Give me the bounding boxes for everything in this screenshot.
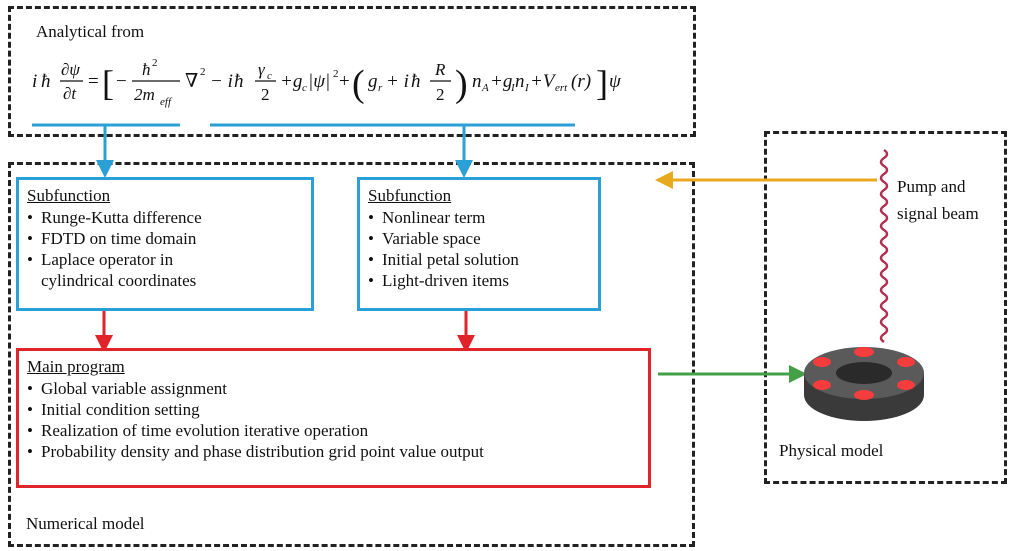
- eq-plus-V: +V: [530, 71, 557, 92]
- eq-nabla: ∇: [185, 71, 198, 92]
- subfunction-left-item: FDTD on time domain: [27, 228, 311, 249]
- beam-label-line2: signal beam: [897, 204, 979, 223]
- eq-plus-i: + i: [386, 71, 409, 92]
- eq-plus-g: +g: [490, 71, 512, 92]
- eq-sq-3: 2: [333, 68, 339, 80]
- eq-right-bracket: ]: [596, 63, 608, 103]
- subfunction-left-item: Laplace operator in: [27, 249, 311, 270]
- eq-dpsi: ∂ψ: [61, 60, 80, 79]
- main-program-item: Probability density and phase distributi…: [27, 441, 648, 462]
- eq-left-paren: (: [352, 63, 365, 105]
- eq-n-A-sub: A: [481, 82, 489, 94]
- main-program-box: Main program Global variable assignment …: [16, 348, 651, 488]
- subfunction-left-title: Subfunction: [27, 186, 111, 205]
- physical-title: Physical model: [779, 441, 884, 460]
- eq-left-bracket: [: [102, 63, 114, 103]
- subfunction-right-item: Light-driven items: [368, 270, 598, 291]
- eq-plus-gc: +g: [280, 71, 302, 92]
- petal-6: [813, 357, 831, 367]
- petal-4: [854, 390, 874, 400]
- eq-g-r-sub: r: [378, 82, 383, 94]
- beam-label-line1: Pump and: [897, 177, 966, 196]
- eq-two-2: 2: [436, 85, 445, 104]
- eq-eff: eff: [160, 96, 173, 108]
- eq-sq-1: 2: [152, 57, 158, 69]
- eq-two-1: 2: [261, 85, 270, 104]
- eq-hbar-sq: ħ: [142, 60, 151, 79]
- main-program-item: Global variable assignment: [27, 378, 648, 399]
- eq-minus-i: − i: [210, 71, 233, 92]
- subfunction-right-item: Nonlinear term: [368, 207, 598, 228]
- eq-g-r: g: [368, 71, 378, 92]
- petal-5: [813, 380, 831, 390]
- petal-1: [854, 347, 874, 357]
- microcavity-ring: [804, 347, 924, 421]
- eq-n-A: n: [472, 71, 482, 92]
- eq-psi-end: ψ: [609, 71, 622, 92]
- eq-hbar-2: ħ: [234, 71, 244, 92]
- eq-i: i: [32, 71, 37, 92]
- numerical-region: [8, 162, 695, 547]
- analytical-title: Analytical from: [36, 22, 145, 41]
- subfunction-left-box: Subfunction Runge-Kutta difference FDTD …: [16, 177, 314, 311]
- eq-two-m: 2m: [134, 85, 155, 104]
- gross-pitaevskii-equation: i ħ ∂ψ ∂t = [ − ħ 2 2m eff ∇ 2 − i ħ γ c…: [32, 57, 622, 108]
- eq-hbar-3: ħ: [411, 71, 421, 92]
- numerical-title: Numerical model: [26, 514, 145, 533]
- subfunction-left-item-cont: cylindrical coordinates: [41, 271, 197, 290]
- eq-equals: =: [88, 71, 99, 92]
- subfunction-right-title: Subfunction: [368, 186, 452, 205]
- petal-3: [897, 380, 915, 390]
- eq-hbar: ħ: [41, 71, 51, 92]
- eq-gamma-sub: c: [267, 70, 272, 82]
- pump-beam-wave: [879, 148, 889, 344]
- subfunction-left-item: Runge-Kutta difference: [27, 207, 311, 228]
- analytical-region: [8, 6, 696, 137]
- main-program-item: Realization of time evolution iterative …: [27, 420, 648, 441]
- eq-gamma: γ: [258, 60, 266, 79]
- main-program-title: Main program: [27, 357, 125, 376]
- eq-plus-1: +: [339, 71, 350, 92]
- main-program-item: Initial condition setting: [27, 399, 648, 420]
- eq-gc-sub: c: [302, 82, 307, 94]
- eq-g-I-sub: I: [510, 82, 516, 94]
- eq-r-arg: (r): [571, 71, 591, 92]
- eq-sq-2: 2: [200, 66, 206, 78]
- eq-minus-1: −: [116, 71, 127, 92]
- physical-region: [764, 131, 1007, 484]
- eq-R: R: [434, 60, 446, 79]
- eq-n-I: n: [515, 71, 525, 92]
- subfunction-right-item: Variable space: [368, 228, 598, 249]
- eq-abs-psi: |ψ|: [308, 71, 330, 92]
- eq-right-paren: ): [455, 63, 468, 105]
- subfunction-right-box: Subfunction Nonlinear term Variable spac…: [357, 177, 601, 311]
- eq-V-sub: ert: [555, 82, 568, 94]
- petal-2: [897, 357, 915, 367]
- eq-dt: ∂t: [63, 84, 77, 103]
- subfunction-right-item: Initial petal solution: [368, 249, 598, 270]
- eq-n-I-sub: I: [524, 82, 530, 94]
